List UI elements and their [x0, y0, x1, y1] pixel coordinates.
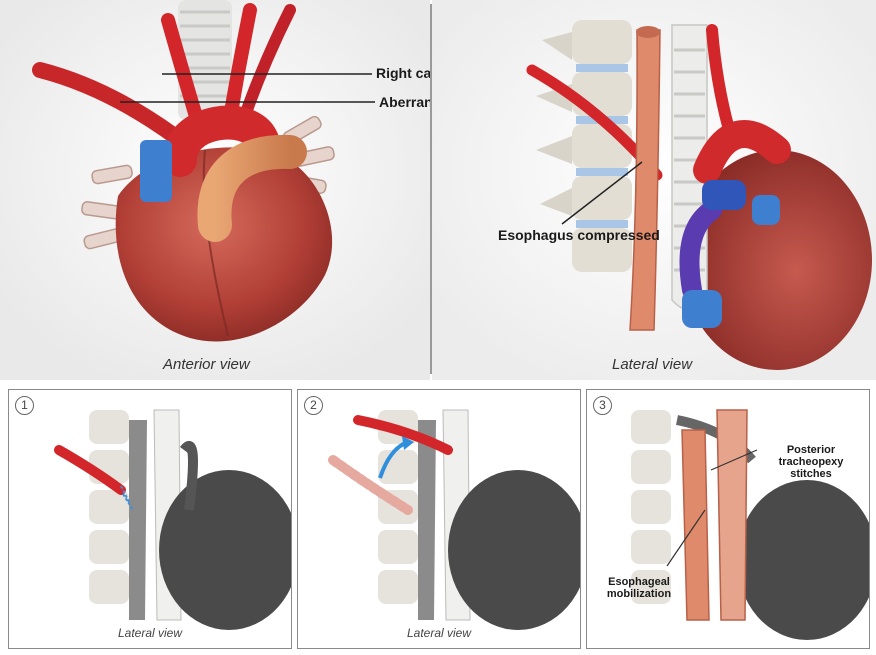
step-3-illustration [587, 390, 869, 648]
label-aberrant-rsca: Aberrant RSCA [379, 95, 430, 110]
anterior-view-panel: Right carotid a. Aberrant RSCA Anterior … [0, 0, 430, 380]
caption-lateral-view: Lateral view [612, 356, 692, 373]
superior-vena-cava [140, 140, 172, 202]
step-2-panel: 2 Lateral view [297, 389, 581, 649]
label-esophagus-compressed: Esophagus compressed [498, 228, 608, 243]
label-right-carotid: Right carotid a. [376, 66, 430, 81]
label-esophageal-mobilization: Esophageal mobilization [589, 576, 689, 600]
anterior-heart-illustration [0, 0, 430, 380]
step-2-illustration [298, 390, 580, 648]
step-1-panel: 1 Lateral view [8, 389, 292, 649]
step-2-number: 2 [304, 396, 323, 415]
step-3-number: 3 [593, 396, 612, 415]
step-2-caption: Lateral view [298, 626, 580, 640]
label-posterior-tracheopexy: Posterior tracheopexy stitches [757, 444, 865, 480]
step-1-illustration [9, 390, 291, 648]
caption-anterior-view: Anterior view [163, 356, 250, 373]
trachea-step-3 [717, 410, 747, 620]
step-1-caption: Lateral view [9, 626, 291, 640]
step-3-panel: 3 Posterior tracheopexy stitches Esophag… [586, 389, 870, 649]
lateral-illustration [432, 0, 876, 380]
step-1-number: 1 [15, 396, 34, 415]
lateral-view-panel: Esophagus compressed Lateral view [432, 0, 876, 380]
